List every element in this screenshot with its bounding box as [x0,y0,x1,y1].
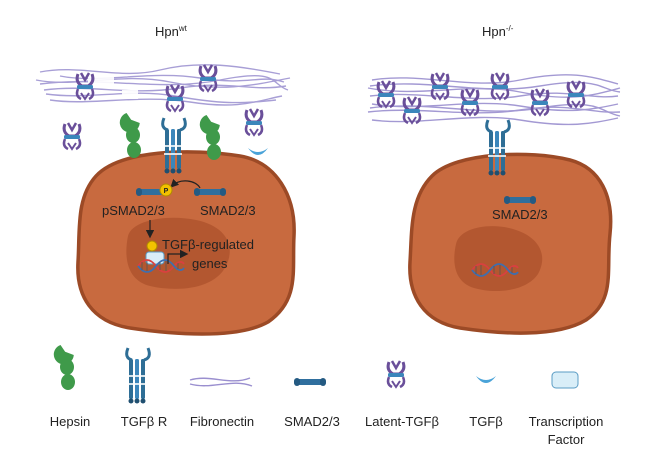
left-fibronectin-matrix [35,64,291,106]
latent-tgfb-icon [244,107,264,137]
legend-fibronectin-label: Fibronectin [190,414,254,429]
phospho-badge-label: P [164,188,169,195]
phosphorylation-arrow [170,178,201,189]
right-panel-title: Hpn-/- [482,24,514,39]
latent-tgfb-icon [490,71,510,101]
legend-hepsin-label: Hepsin [50,414,90,429]
legend-fibronectin-icon [189,377,253,387]
legend-smad-icon [294,378,326,386]
latent-tgfb-icon [460,87,480,117]
right-fibronectin-matrix [367,74,621,126]
legend-tgfb-icon [476,376,496,383]
genes-label-line2: genes [192,256,228,271]
legend-latent-tgfb-label: Latent-TGFβ [365,414,439,429]
smad-icon [504,196,536,204]
right-smad-label: SMAD2/3 [492,207,548,222]
legend-latent-tgfb-icon [386,359,406,389]
fibronectin-gap [122,90,138,99]
legend-transcription-factor-icon [551,371,579,389]
genes-label-line1: TGFβ-regulated [162,237,254,252]
legend-receptor-icon [125,346,151,405]
latent-tgfb-icon [430,71,450,101]
latent-tgfb-icon [402,95,422,125]
legend-smad-label: SMAD2/3 [284,414,340,429]
latent-tgfb-icon [566,79,586,109]
left-panel-title: Hpnwt [155,24,188,39]
fibronectin-gap [88,74,114,86]
phospho-badge [159,183,173,197]
smad-icon [194,188,226,196]
tgfb-icon [248,148,268,155]
left-nucleus [126,217,230,289]
legend-hepsin-icon [50,341,76,390]
transcription-factor-icon [145,251,165,265]
legend-tgfb-label: TGFβ [469,414,502,429]
hepsin-icon [116,109,142,158]
legend-transcription-factor-label: Transcription [529,414,604,429]
nuclear-phospho-badge [146,240,158,252]
legend-receptor-label: TGFβ R [121,414,167,429]
legend-transcription-factor-label-line2: Factor [548,432,586,447]
transcription-arrow [167,249,189,264]
psmad-label: pSMAD2/3 [102,203,165,218]
left-smad-label: SMAD2/3 [200,203,256,218]
latent-tgfb-icon [62,121,82,151]
